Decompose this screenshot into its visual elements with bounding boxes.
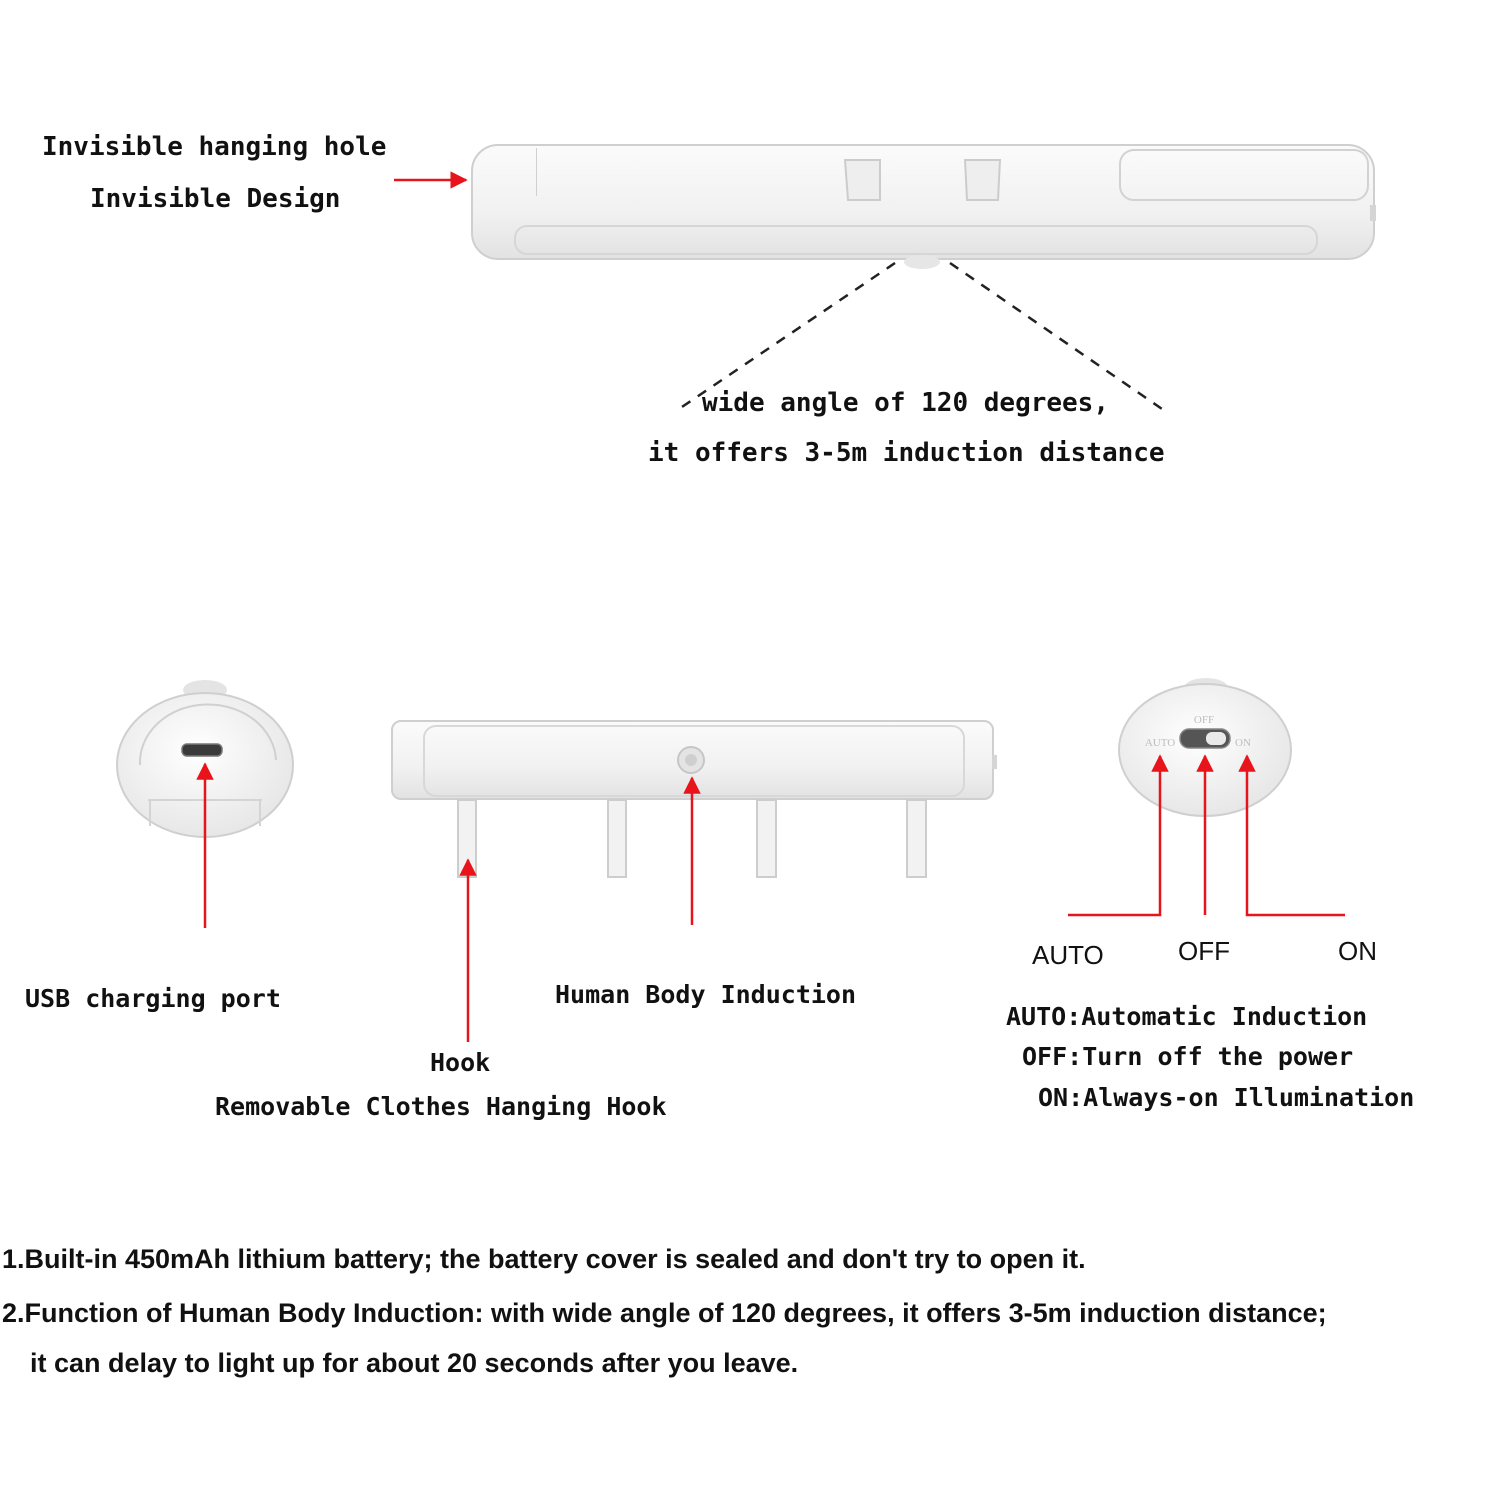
auto-label: AUTO: [1032, 940, 1104, 970]
usb-port-icon: [181, 743, 223, 757]
hook-pegs: [457, 799, 927, 878]
hanging-hole-label: Invisible hanging hole: [42, 132, 387, 162]
off-mode-description: OFF:Turn off the power: [1022, 1042, 1354, 1071]
detection-angle-right-line: [949, 261, 1166, 413]
note-battery: 1.Built-in 450mAh lithium battery; the b…: [2, 1244, 1086, 1274]
hook-label: Hook: [430, 1048, 491, 1077]
top-light-bar: [471, 144, 1376, 269]
hook-description: Removable Clothes Hanging Hook: [215, 1092, 667, 1121]
note-induction: 2.Function of Human Body Induction: with…: [2, 1298, 1327, 1328]
on-label: ON: [1338, 936, 1377, 966]
hook-rail: [391, 720, 997, 800]
on-mode-description: ON:Always-on Illumination: [1038, 1083, 1415, 1112]
auto-mode-description: AUTO:Automatic Induction: [1006, 1002, 1368, 1031]
switch-engraved-auto: AUTO: [1145, 737, 1175, 749]
note-delay: it can delay to light up for about 20 se…: [30, 1348, 799, 1378]
switch-engraved-off: OFF: [1194, 714, 1214, 726]
invisible-design-label: Invisible Design: [90, 184, 341, 214]
usb-port-label: USB charging port: [25, 984, 281, 1013]
angle-label-line2: it offers 3-5m induction distance: [648, 438, 1165, 468]
off-label: OFF: [1178, 936, 1230, 966]
auto-arrow: [1068, 754, 1169, 917]
detection-angle-left-line: [675, 261, 896, 413]
sensor-label: Human Body Induction: [555, 980, 857, 1009]
on-arrow: [1238, 754, 1345, 917]
angle-label-line1: wide angle of 120 degrees,: [702, 388, 1109, 418]
switch-engraved-on: ON: [1235, 737, 1251, 749]
